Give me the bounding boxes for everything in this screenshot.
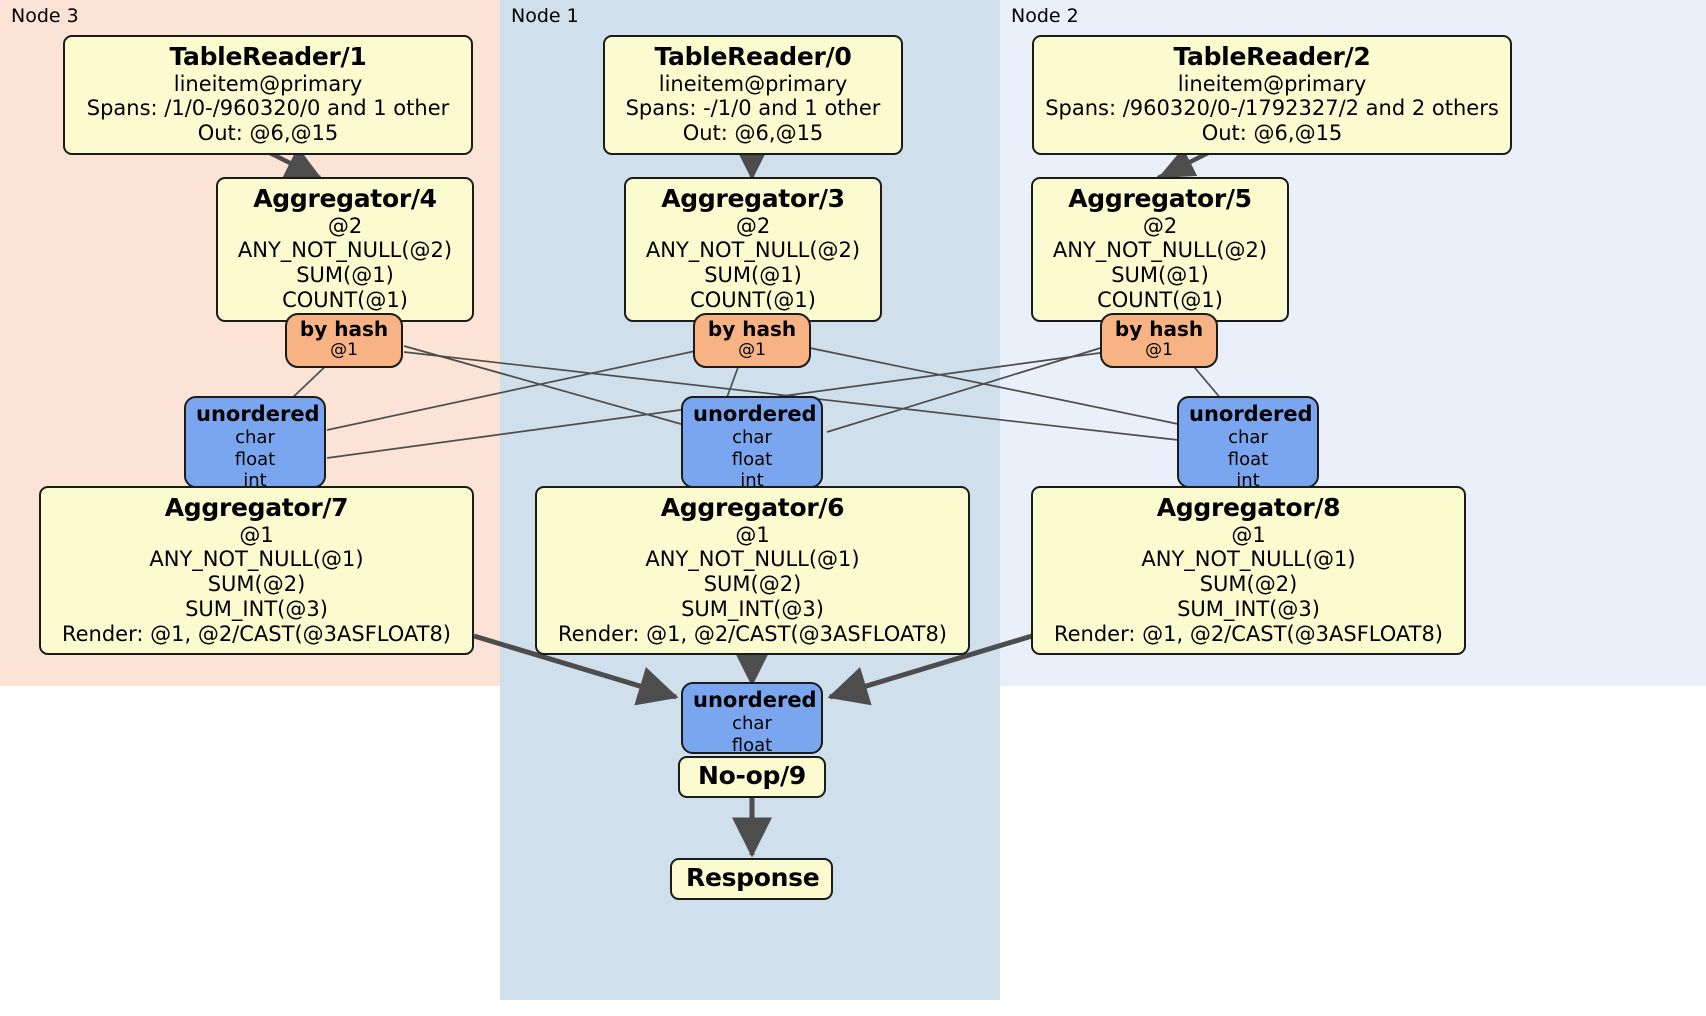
synchronizer-title: unordered <box>693 688 817 712</box>
synchronizer-unordered-left[interactable]: unordered char float int <box>184 396 326 491</box>
router-title: by hash <box>299 317 389 341</box>
processor-title: Aggregator/7 <box>164 493 349 522</box>
processor-table-reader-2[interactable]: TableReader/2 lineitem@primary Spans: /9… <box>1032 35 1512 155</box>
processor-detail-line: ANY_NOT_NULL(@2) <box>237 238 453 263</box>
synchronizer-title: unordered <box>1189 402 1313 426</box>
processor-title: Aggregator/6 <box>660 493 845 522</box>
processor-no-op-9[interactable]: No-op/9 <box>678 756 826 798</box>
synchronizer-type-line: char <box>1228 427 1268 449</box>
processor-detail-line: @1 <box>1231 522 1266 547</box>
processor-aggregator-3[interactable]: Aggregator/3 @2 ANY_NOT_NULL(@2) SUM(@1)… <box>624 177 882 322</box>
processor-title: Response <box>686 863 820 892</box>
synchronizer-unordered-middle[interactable]: unordered char float int <box>681 396 823 491</box>
processor-detail-line: SUM(@2) <box>703 572 802 597</box>
processor-detail-line: Out: @6,@15 <box>197 121 339 146</box>
processor-detail-line: SUM(@1) <box>1111 263 1209 288</box>
router-by-hash-middle[interactable]: by hash @1 <box>693 313 811 368</box>
processor-detail-line: SUM(@1) <box>704 263 802 288</box>
synchronizer-type-line: float <box>1227 448 1269 470</box>
processor-detail-line: SUM(@2) <box>1199 572 1298 597</box>
processor-aggregator-4[interactable]: Aggregator/4 @2 ANY_NOT_NULL(@2) SUM(@1)… <box>216 177 474 322</box>
processor-detail-line: ANY_NOT_NULL(@2) <box>1052 238 1268 263</box>
node-panel-label-node1: Node 1 <box>511 5 579 27</box>
router-by-hash-right[interactable]: by hash @1 <box>1100 313 1218 368</box>
processor-detail-line: Out: @6,@15 <box>682 121 824 146</box>
processor-detail-line: Spans: -/1/0 and 1 other <box>625 96 881 121</box>
processor-detail-line: lineitem@primary <box>1177 71 1367 96</box>
router-detail-line: @1 <box>330 340 358 360</box>
processor-detail-line: SUM_INT(@3) <box>185 596 328 621</box>
processor-detail-line: SUM(@1) <box>296 263 394 288</box>
node-panel-label-node3: Node 3 <box>11 5 79 27</box>
synchronizer-type-line: float <box>731 448 773 470</box>
processor-detail-line: @2 <box>735 213 771 238</box>
processor-detail-line: ANY_NOT_NULL(@1) <box>645 547 860 572</box>
router-title: by hash <box>707 317 797 341</box>
router-detail-line: @1 <box>1145 340 1173 360</box>
processor-detail-line: @2 <box>1142 213 1178 238</box>
processor-title: Aggregator/4 <box>253 184 437 213</box>
processor-detail-line: ANY_NOT_NULL(@1) <box>1141 547 1356 572</box>
processor-detail-line: SUM(@2) <box>207 572 306 597</box>
processor-title: TableReader/0 <box>654 42 852 71</box>
processor-detail-line: Render: @1, @2/CAST(@3ASFLOAT8) <box>61 621 452 646</box>
processor-title: Aggregator/3 <box>661 184 845 213</box>
processor-table-reader-1[interactable]: TableReader/1 lineitem@primary Spans: /1… <box>63 35 473 155</box>
processor-aggregator-5[interactable]: Aggregator/5 @2 ANY_NOT_NULL(@2) SUM(@1)… <box>1031 177 1289 322</box>
processor-detail-line: lineitem@primary <box>173 71 363 96</box>
synchronizer-unordered-right[interactable]: unordered char float int <box>1177 396 1319 491</box>
synchronizer-type-line: float <box>234 448 276 470</box>
processor-title: No-op/9 <box>698 761 806 790</box>
synchronizer-title: unordered <box>693 402 817 426</box>
synchronizer-type-line: char <box>732 713 772 735</box>
processor-detail-line: COUNT(@1) <box>690 287 816 312</box>
processor-title: Aggregator/5 <box>1068 184 1252 213</box>
router-title: by hash <box>1114 317 1204 341</box>
synchronizer-type-line: char <box>732 427 772 449</box>
processor-response[interactable]: Response <box>670 858 833 900</box>
processor-title: TableReader/1 <box>169 42 367 71</box>
processor-detail-line: COUNT(@1) <box>282 287 408 312</box>
processor-aggregator-7[interactable]: Aggregator/7 @1 ANY_NOT_NULL(@1) SUM(@2)… <box>39 486 474 656</box>
processor-detail-line: Render: @1, @2/CAST(@3ASFLOAT8) <box>1053 621 1444 646</box>
processor-detail-line: Spans: /1/0-/960320/0 and 1 other <box>86 96 450 121</box>
processor-detail-line: @2 <box>327 213 363 238</box>
router-by-hash-left[interactable]: by hash @1 <box>285 313 403 368</box>
processor-aggregator-8[interactable]: Aggregator/8 @1 ANY_NOT_NULL(@1) SUM(@2)… <box>1031 486 1466 656</box>
synchronizer-title: unordered <box>196 402 320 426</box>
synchronizer-type-line: float <box>731 734 773 756</box>
processor-detail-line: SUM_INT(@3) <box>1177 596 1320 621</box>
processor-aggregator-6[interactable]: Aggregator/6 @1 ANY_NOT_NULL(@1) SUM(@2)… <box>535 486 970 656</box>
processor-detail-line: SUM_INT(@3) <box>681 596 824 621</box>
processor-title: Aggregator/8 <box>1156 493 1341 522</box>
synchronizer-unordered-final[interactable]: unordered char float <box>681 682 823 756</box>
processor-detail-line: Out: @6,@15 <box>1201 121 1343 146</box>
synchronizer-type-line: char <box>235 427 275 449</box>
router-detail-line: @1 <box>738 340 766 360</box>
node-panel-label-node2: Node 2 <box>1011 5 1079 27</box>
processor-detail-line: COUNT(@1) <box>1097 287 1223 312</box>
processor-detail-line: @1 <box>735 522 770 547</box>
processor-detail-line: lineitem@primary <box>658 71 848 96</box>
processor-detail-line: Spans: /960320/0-/1792327/2 and 2 others <box>1045 96 1499 121</box>
processor-detail-line: Render: @1, @2/CAST(@3ASFLOAT8) <box>557 621 948 646</box>
processor-title: TableReader/2 <box>1173 42 1371 71</box>
processor-detail-line: @1 <box>239 522 274 547</box>
processor-table-reader-0[interactable]: TableReader/0 lineitem@primary Spans: -/… <box>603 35 903 155</box>
processor-detail-line: ANY_NOT_NULL(@1) <box>149 547 364 572</box>
processor-detail-line: ANY_NOT_NULL(@2) <box>645 238 861 263</box>
